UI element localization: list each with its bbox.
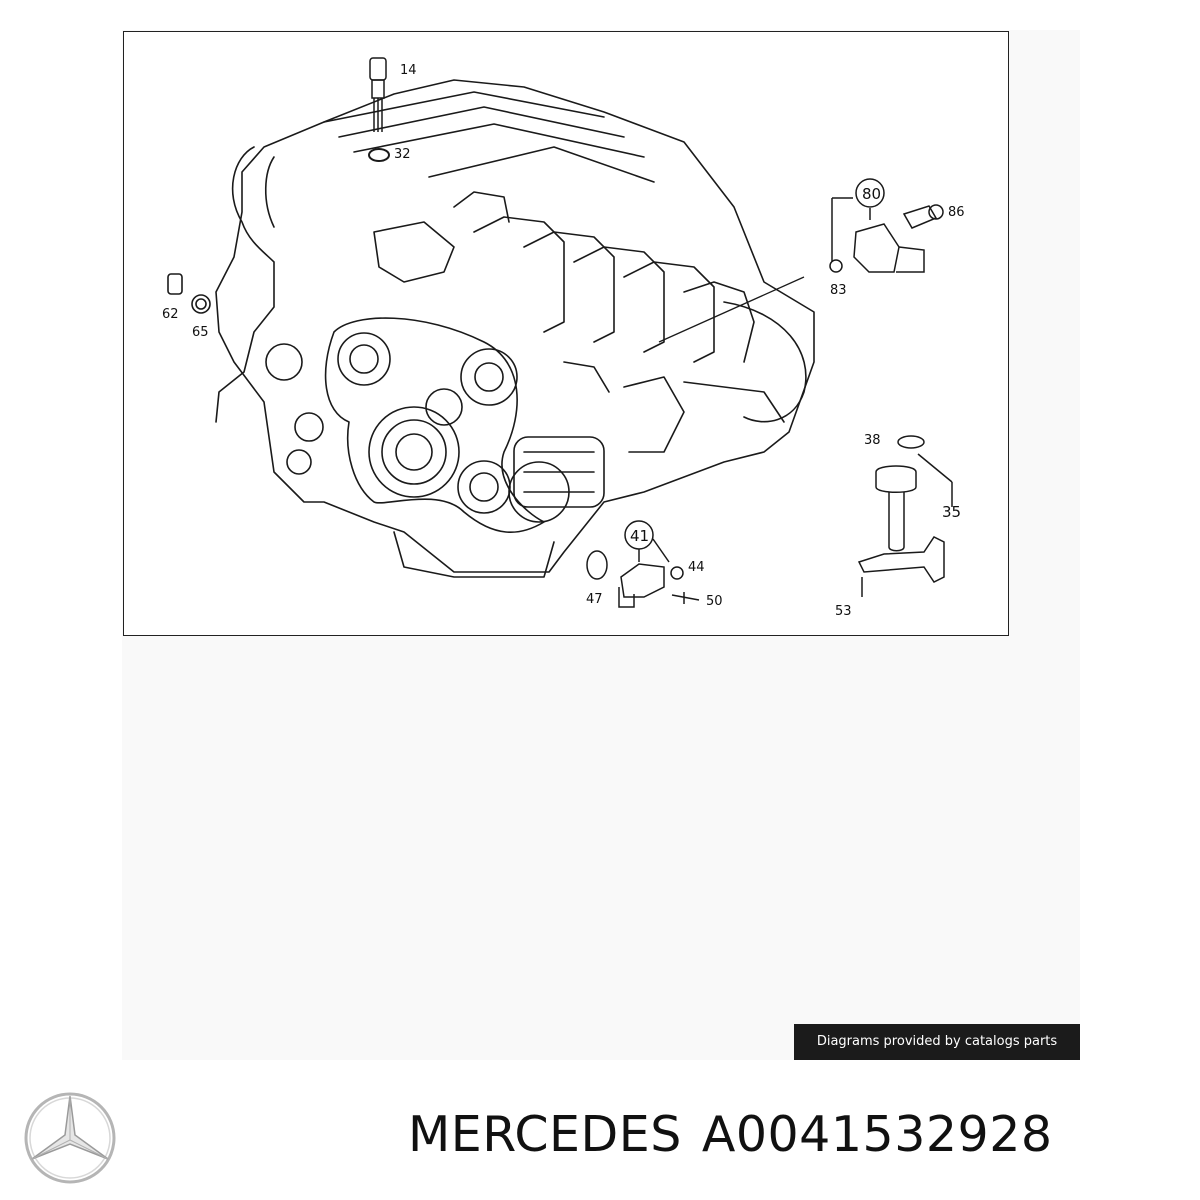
- callout-83: 83: [830, 283, 847, 298]
- callout-41: 41: [630, 527, 649, 545]
- callout-14: 14: [400, 63, 417, 78]
- part-14-sensor: [369, 57, 387, 132]
- engine-drawing: 14 32 80 86 83 62 65 38 35 41 44 47 50 53: [162, 57, 965, 619]
- part-62-plug: [167, 273, 183, 295]
- callout-32: 32: [394, 147, 411, 162]
- part-80-sensor-group: [829, 178, 944, 273]
- callout-47: 47: [586, 592, 603, 607]
- callout-44: 44: [688, 560, 705, 575]
- callout-50: 50: [706, 594, 723, 609]
- part-41-housing-group: [586, 520, 700, 608]
- brand-name: MERCEDES: [408, 1106, 682, 1163]
- callout-65: 65: [192, 325, 209, 340]
- callout-38: 38: [864, 433, 881, 448]
- callout-53: 53: [835, 604, 852, 619]
- part-65-ring: [191, 294, 211, 314]
- part-number: A0041532928: [701, 1106, 1053, 1163]
- callout-62: 62: [162, 307, 179, 322]
- part-35-sensor-group: [857, 435, 953, 597]
- diagram-credit: Diagrams provided by catalogs parts: [794, 1024, 1080, 1060]
- engine-outline: [215, 79, 815, 573]
- mercedes-star-logo: [24, 1092, 116, 1184]
- callout-86: 86: [948, 205, 965, 220]
- part-32-washer: [368, 148, 390, 162]
- callout-80: 80: [862, 185, 881, 203]
- parts-diagram: 14 32 80 86 83 62 65 38 35 41 44 47 50 53: [123, 31, 1009, 636]
- callout-35: 35: [942, 503, 961, 521]
- product-title: MERCEDES A0041532928: [408, 1106, 1053, 1163]
